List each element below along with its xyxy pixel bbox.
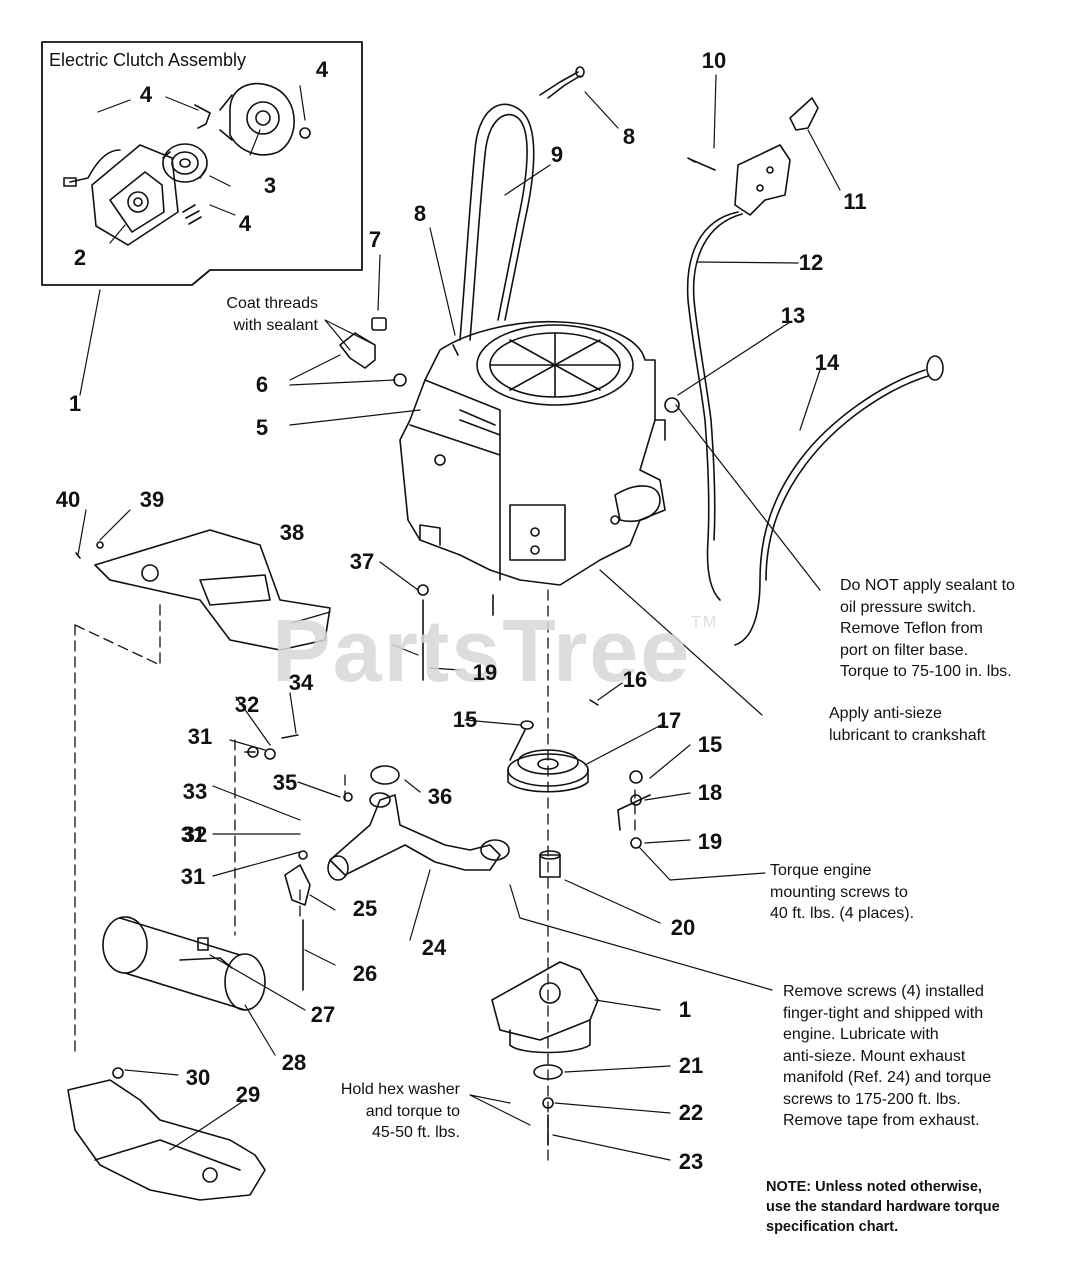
note-torque-engine: Torque engine mounting screws to 40 ft. … (770, 862, 915, 922)
callout: 38 (279, 520, 305, 545)
callout: 13 (780, 303, 806, 328)
callout: 20 (670, 915, 696, 940)
callout: 33 (182, 779, 208, 804)
callout: 27 (310, 1002, 336, 1027)
callout: 5 (255, 415, 269, 440)
callout: 21 (678, 1053, 704, 1078)
watermark-mark: TM (691, 614, 719, 631)
inset-clutch-housing-icon (63, 144, 179, 246)
callout: 19 (697, 829, 723, 854)
leader-lines (77, 74, 841, 1161)
watermark-text: PartsTree (272, 601, 692, 700)
note-footnote: NOTE: Unless noted otherwise, use the st… (766, 1179, 1000, 1235)
callout: 22 (678, 1100, 704, 1125)
callout: 26 (352, 961, 378, 986)
callout: 17 (656, 708, 682, 733)
callout: 10 (701, 48, 727, 73)
spacer-icon (539, 850, 561, 878)
callout: 15 (697, 732, 723, 757)
callout: 40 (55, 487, 81, 512)
callout: 31 (180, 864, 206, 889)
inset-small-parts-icon (182, 104, 311, 225)
key-icon (509, 699, 651, 849)
callout: 31 (187, 724, 213, 749)
callout: 7 (368, 227, 382, 252)
watermark: PartsTreeTM (272, 600, 718, 702)
engine-bolts-icon (417, 344, 494, 681)
note-remove-screws: Remove screws (4) installed finger-tight… (783, 983, 992, 1129)
callout: 6 (255, 372, 269, 397)
muffler-clamp-icon (244, 734, 353, 991)
choke-cable-icon (734, 355, 944, 646)
callout: 32 (234, 692, 260, 717)
callout: 24 (421, 935, 447, 960)
note-hex-washer: Hold hex washer and torque to 45-50 ft. … (340, 1081, 460, 1141)
callout: 2 (73, 245, 87, 270)
callout: 12 (798, 250, 824, 275)
callout: 18 (697, 780, 723, 805)
callout: 19 (472, 660, 498, 685)
callout: 25 (352, 896, 378, 921)
exhaust-manifold-icon (327, 765, 510, 881)
callout: 28 (281, 1050, 307, 1075)
callout: 8 (413, 201, 427, 226)
callout: 1 (678, 997, 692, 1022)
callout: 4 (315, 57, 329, 82)
throttle-control-icon (687, 97, 819, 216)
callout: 32 (182, 822, 208, 847)
throttle-cable-icon (686, 211, 743, 601)
note-anti-seize: Apply anti-sieze lubricant to crankshaft (829, 705, 986, 744)
callout: 8 (622, 124, 636, 149)
callout: 39 (139, 487, 165, 512)
heat-shield-icon (67, 1067, 266, 1201)
callout: 15 (452, 707, 478, 732)
callout: 9 (550, 142, 564, 167)
breather-tube-icon (459, 66, 585, 341)
note-coat-threads: Coat threads with sealant (226, 295, 318, 334)
clutch-inset-box (41, 41, 363, 286)
callout: 35 (272, 770, 298, 795)
callout: 1 (678, 997, 692, 1022)
callout: 4 (139, 82, 153, 107)
callout: 1 (68, 391, 82, 416)
callout: 3 (263, 173, 277, 198)
callout: 37 (349, 549, 375, 574)
note-oil-switch: Do NOT apply sealant to oil pressure swi… (840, 577, 1015, 680)
heat-shield-panel-icon (75, 529, 331, 651)
callout: 29 (235, 1082, 261, 1107)
callout: 4 (238, 211, 252, 236)
callout: 31 (180, 822, 206, 847)
inset-armature-icon (219, 82, 295, 156)
callout: 30 (185, 1065, 211, 1090)
muffler-icon (102, 916, 266, 1011)
electric-clutch-icon (491, 961, 599, 1146)
callout: 23 (678, 1149, 704, 1174)
callout: 14 (814, 350, 840, 375)
inset-rotor-icon (162, 143, 208, 183)
callout: 16 (622, 667, 648, 692)
pulley-icon (507, 749, 589, 793)
callout: 11 (843, 189, 867, 214)
callout: 34 (288, 670, 314, 695)
inset-title: Electric Clutch Assembly (49, 50, 247, 70)
callout: 36 (427, 784, 453, 809)
engine-icon (399, 320, 680, 586)
dashed-leaders (74, 589, 636, 1161)
